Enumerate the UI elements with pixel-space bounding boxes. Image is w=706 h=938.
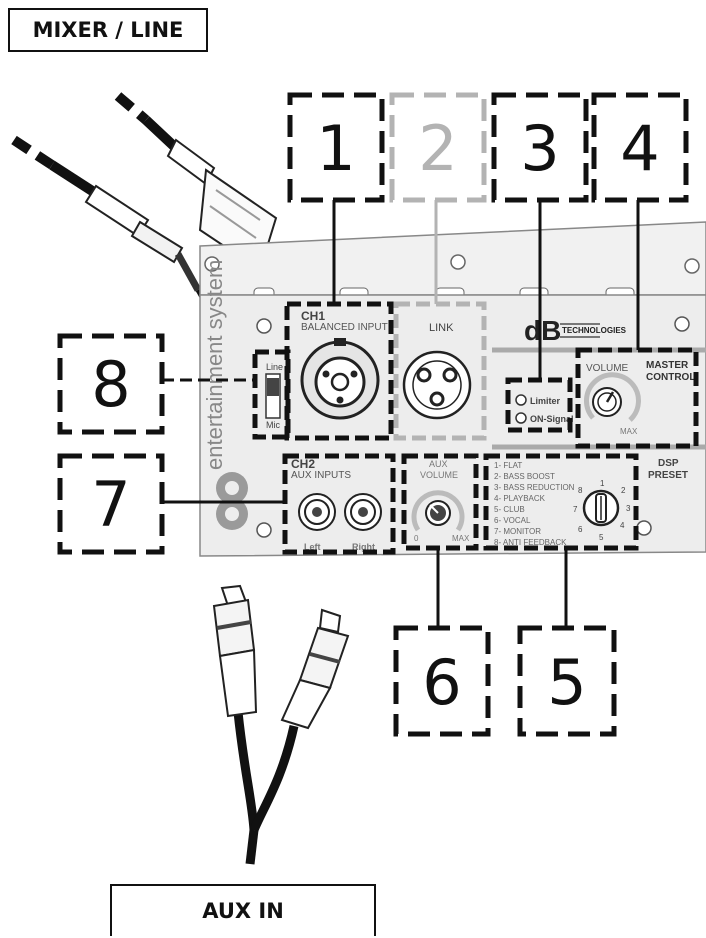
rca-left-jack-icon <box>299 494 335 530</box>
on-signal-label: ON-Signal <box>530 414 574 424</box>
preset-4: 4- PLAYBACK <box>494 494 546 503</box>
master-label-1: MASTER <box>646 360 689 371</box>
callout-number-6: 6 <box>422 646 461 719</box>
dial-num-2: 2 <box>621 486 626 495</box>
limiter-label: Limiter <box>530 396 561 406</box>
aux-zero-label: 0 <box>414 534 419 543</box>
dial-num-5: 5 <box>599 533 604 542</box>
link-label: LINK <box>429 322 454 334</box>
preset-6: 6- VOCAL <box>494 516 531 525</box>
aux-max-label: MAX <box>452 534 470 543</box>
ch2-title: CH2 <box>291 457 315 471</box>
logo-subtext: TECHNOLOGIES <box>562 326 627 335</box>
dsp-label-1: DSP <box>658 458 679 469</box>
mic-label: Mic <box>266 420 280 430</box>
preset-5: 5- CLUB <box>494 505 525 514</box>
callout-number-8: 8 <box>91 348 130 421</box>
rca-right-jack-icon <box>345 494 381 530</box>
dsp-label-2: PRESET <box>648 470 688 481</box>
line-label: Line <box>266 362 283 372</box>
brand-text: entertainment system <box>202 260 227 470</box>
dsp-selector-dial-icon <box>584 491 618 525</box>
preset-2: 2- BASS BOOST <box>494 472 555 481</box>
master-label-2: CONTROL <box>646 372 695 383</box>
aux-label-1: AUX <box>429 459 448 469</box>
signal-led-icon <box>516 413 526 423</box>
xlr-output-icon <box>404 352 470 418</box>
rca-y-cable <box>214 586 348 864</box>
callout-number-1: 1 <box>316 112 355 185</box>
ch2-subtitle: AUX INPUTS <box>291 470 351 481</box>
master-volume-label: VOLUME <box>586 363 629 374</box>
callout-number-5: 5 <box>547 646 586 719</box>
limiter-led-icon <box>516 395 526 405</box>
dial-num-7: 7 <box>573 505 578 514</box>
ch1-title: CH1 <box>301 309 325 323</box>
dial-num-1: 1 <box>600 479 605 488</box>
trs-jack-cable <box>14 140 206 304</box>
preset-3: 3- BASS REDUCTION <box>494 483 575 492</box>
preset-1: 1- FLAT <box>494 461 522 470</box>
preset-7: 7- MONITOR <box>494 527 541 536</box>
master-max-label: MAX <box>620 427 638 436</box>
callout-number-7: 7 <box>91 468 130 541</box>
dial-num-4: 4 <box>620 521 625 530</box>
callout-number-4: 4 <box>620 112 659 185</box>
aux-label-2: VOLUME <box>420 470 458 480</box>
callout-number-3: 3 <box>520 112 559 185</box>
callout-number-2: 2 <box>418 112 457 185</box>
line-mic-switch <box>266 374 280 418</box>
dial-num-3: 3 <box>626 504 631 513</box>
ch1-subtitle: BALANCED INPUT <box>301 322 388 333</box>
logo-text: dB <box>524 315 561 346</box>
dial-num-6: 6 <box>578 525 583 534</box>
dial-num-8: 8 <box>578 486 583 495</box>
